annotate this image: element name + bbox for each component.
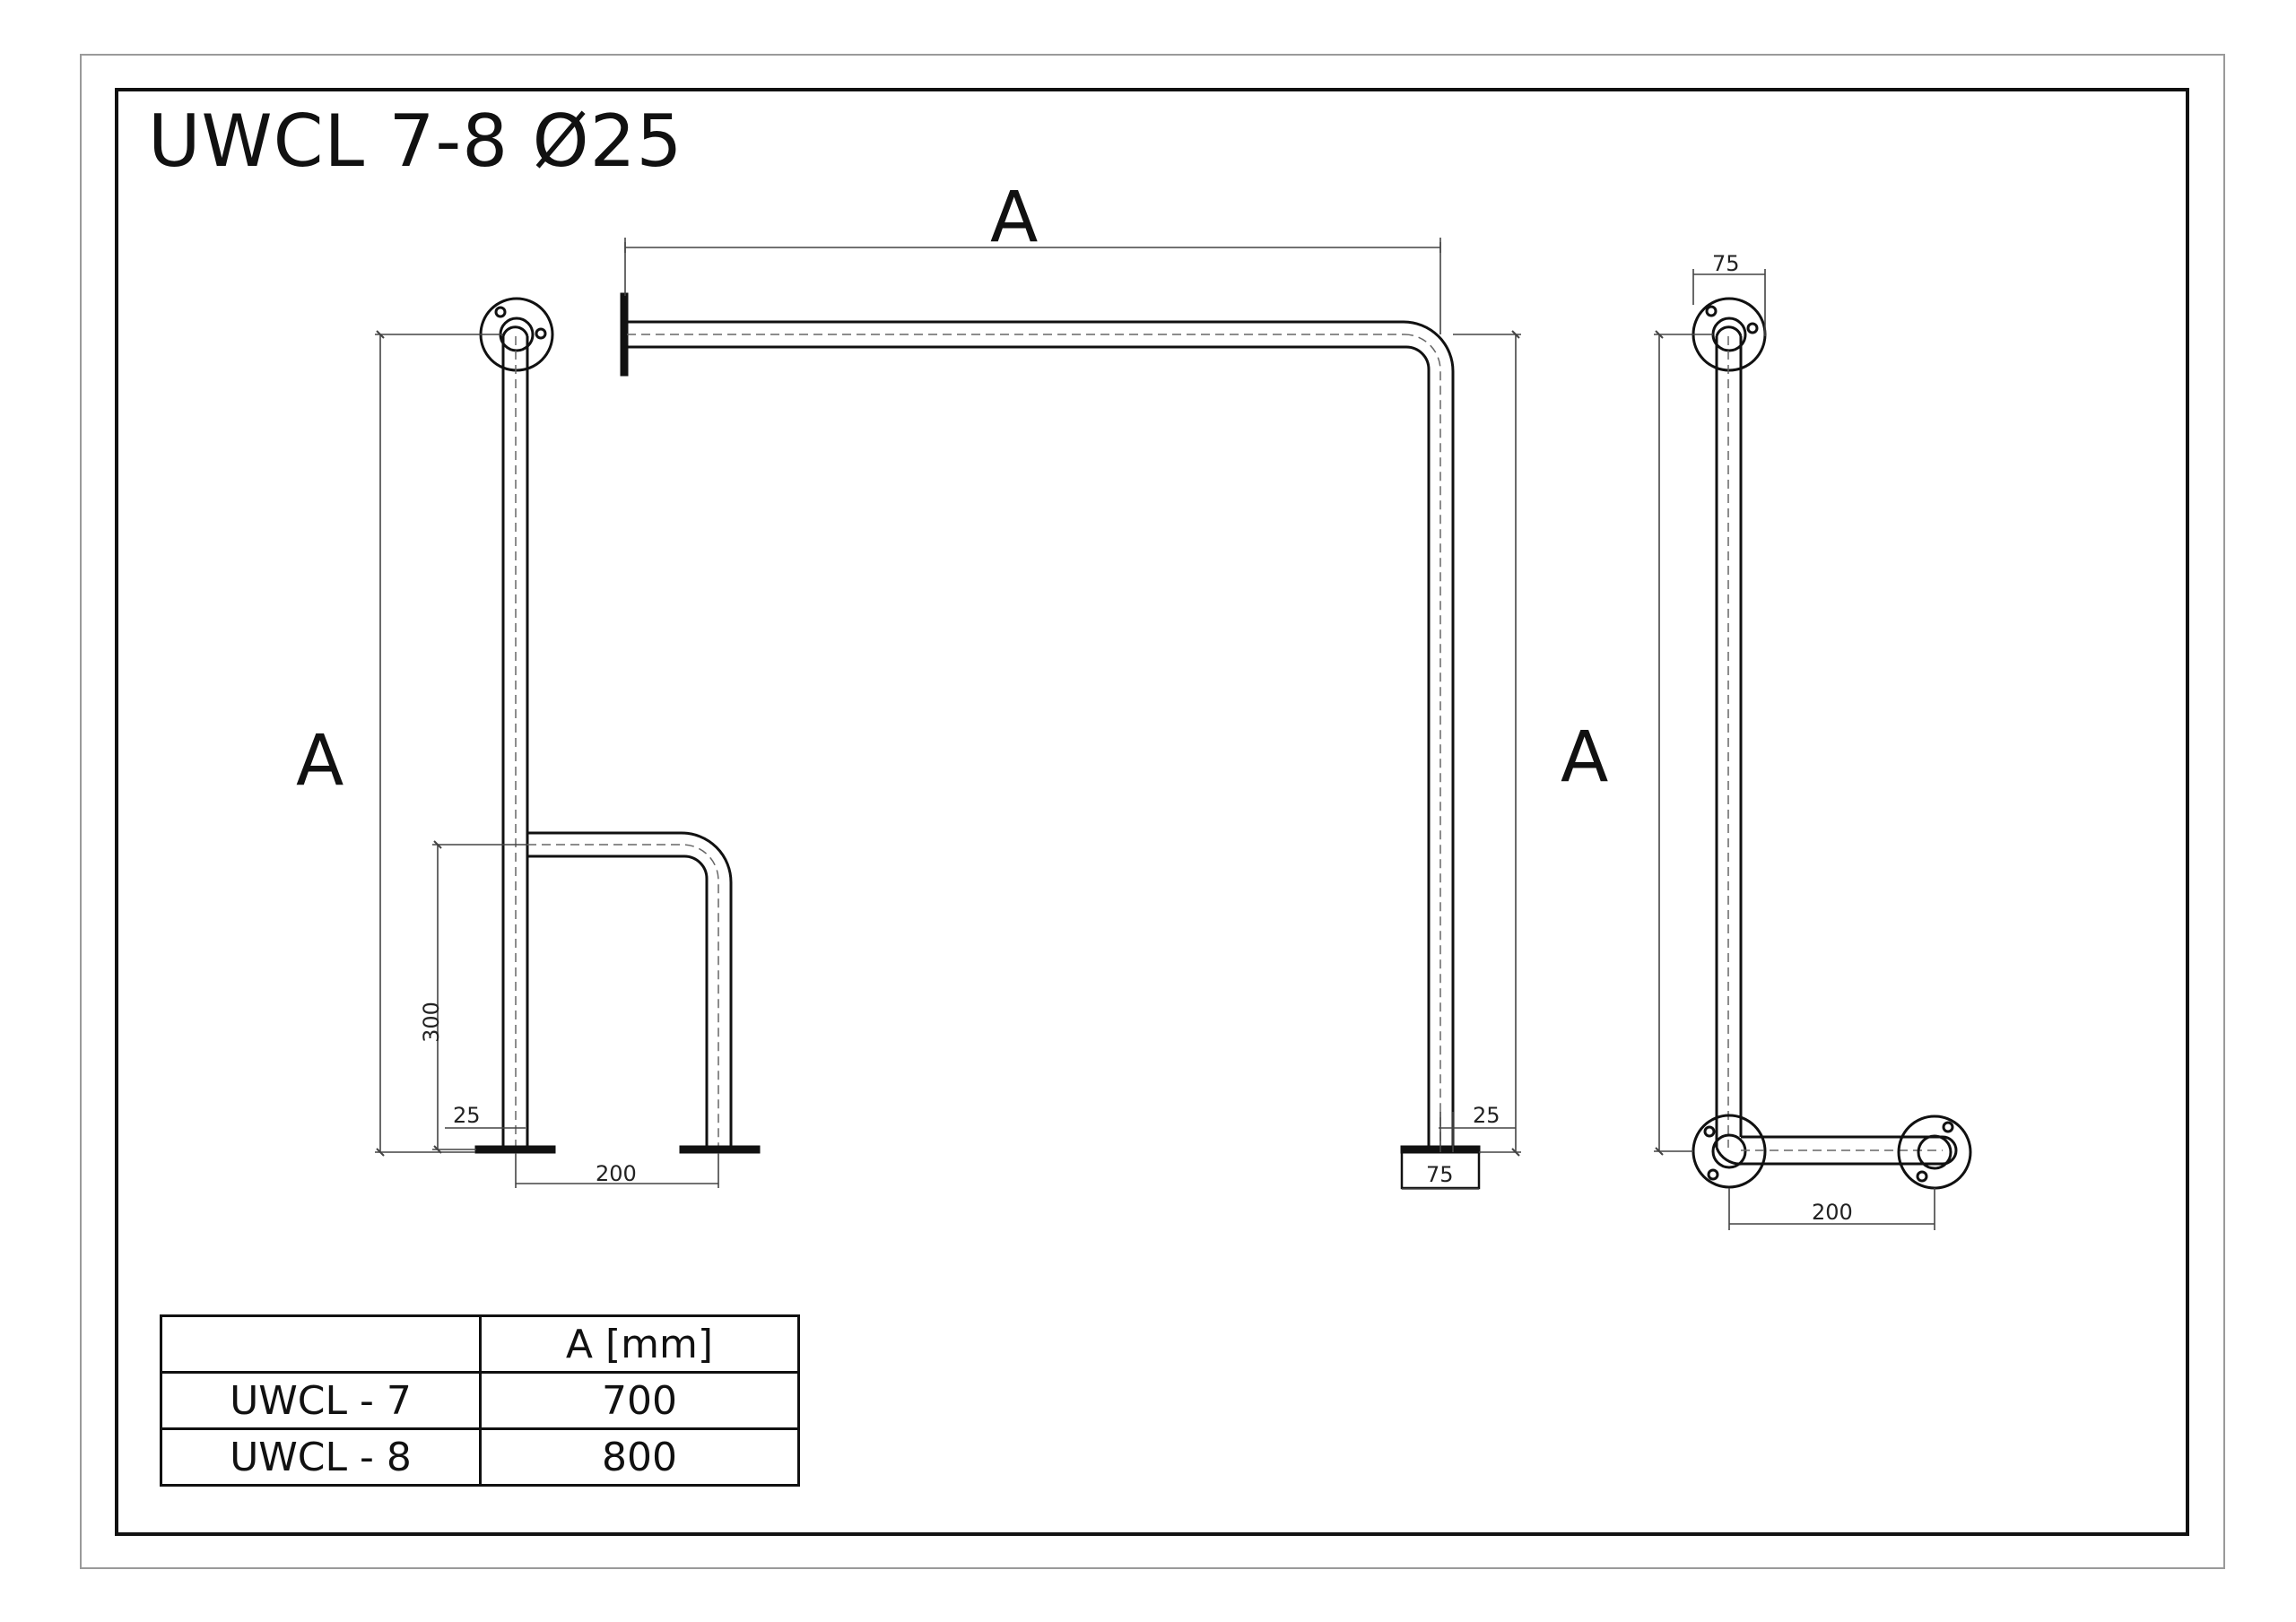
dimension-200-left-label: 200 (596, 1161, 637, 1186)
table-cell-model: UWCL - 7 (160, 1371, 482, 1430)
dimension-a-left-label: A (296, 721, 344, 802)
dimension-25-middle-label: 25 (1473, 1103, 1500, 1128)
table-row: UWCL - 8 800 (160, 1427, 800, 1487)
table-header-cell: A [mm] (479, 1314, 800, 1374)
dimension-200-right-label: 200 (1812, 1200, 1853, 1225)
table-header-cell (160, 1314, 482, 1374)
right-view-grab-bar (1692, 297, 1972, 1190)
table-cell-model: UWCL - 8 (160, 1427, 482, 1487)
outer-frame (80, 54, 2225, 1569)
dimension-ticks (376, 330, 1664, 1157)
dimension-lines (375, 238, 1935, 1230)
dimension-75-right-label: 75 (1712, 251, 1740, 276)
dimension-75-middle-label: 75 (1426, 1162, 1454, 1187)
table-cell-value: 700 (479, 1371, 800, 1430)
left-view-grab-bar (474, 297, 761, 1154)
size-table: A [mm] UWCL - 7 700 UWCL - 8 800 (160, 1314, 800, 1487)
dimension-300-label: 300 (418, 1002, 444, 1043)
drawing-title: UWCL 7-8 Ø25 (148, 100, 683, 183)
table-row: UWCL - 7 700 (160, 1371, 800, 1430)
middle-view-grab-bar (620, 292, 1481, 1190)
table-cell-value: 800 (479, 1427, 800, 1487)
inner-frame (115, 88, 2189, 1536)
dimension-a-right-label: A (1561, 717, 1609, 798)
dimension-a-top-label: A (990, 178, 1039, 258)
dimension-25-left-label: 25 (453, 1103, 481, 1128)
table-header-row: A [mm] (160, 1314, 800, 1374)
